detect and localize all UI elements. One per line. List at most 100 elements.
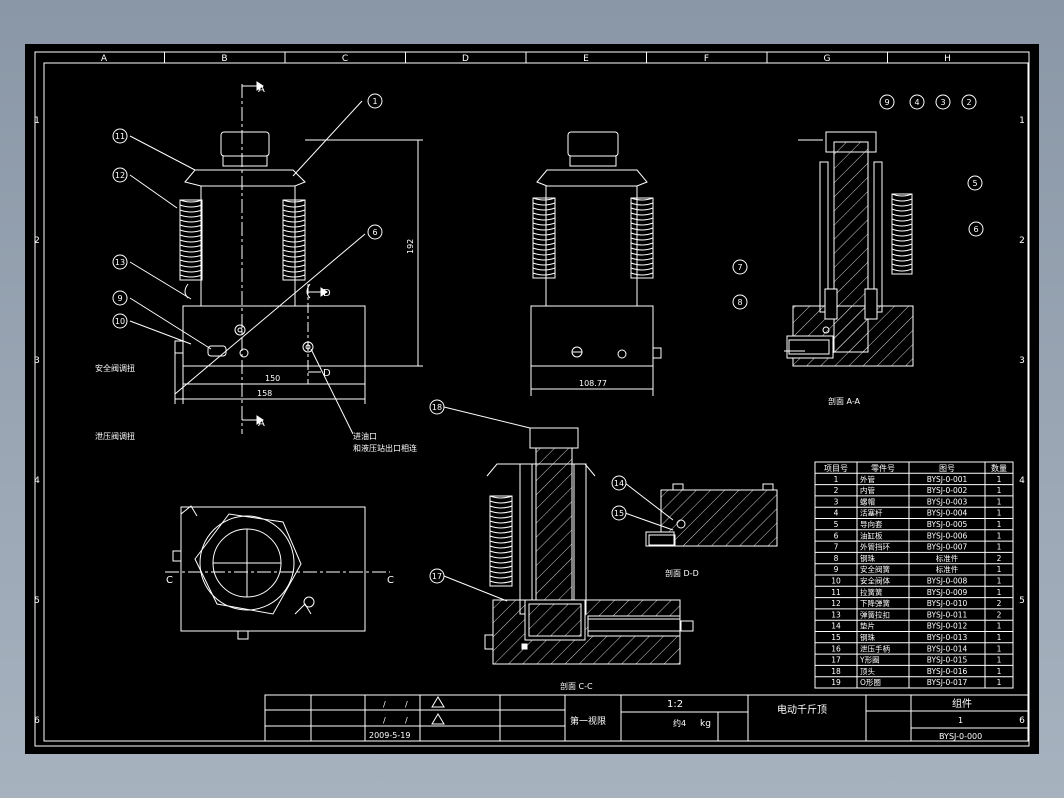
table-cell: 2 — [997, 610, 1002, 619]
tb-scale: 1:2 — [667, 699, 683, 710]
table-cell: 10 — [831, 577, 841, 586]
table-header: 数量 — [991, 463, 1007, 473]
table-cell: 11 — [831, 588, 841, 597]
balloon-number: 4 — [914, 98, 919, 107]
table-cell: 1 — [997, 486, 1002, 495]
column-label: A — [101, 54, 108, 64]
section-marker-a-top: A — [258, 84, 265, 95]
table-cell: BYSJ-0-006 — [927, 531, 968, 540]
tb-slash-1: / — [383, 700, 386, 709]
table-cell: 16 — [831, 644, 841, 653]
balloon-number: 18 — [432, 403, 442, 412]
table-cell: 标准件 — [936, 553, 959, 563]
table-cell: BYSJ-0-001 — [927, 475, 968, 484]
table-cell: 1 — [997, 475, 1002, 484]
table-cell: 2 — [834, 486, 839, 495]
dim-width-150: 150 — [265, 374, 280, 383]
table-header: 项目号 — [824, 464, 848, 473]
table-cell: 外管挡环 — [860, 542, 890, 552]
side-base-block — [530, 305, 654, 367]
table-cell: BYSJ-0-007 — [927, 543, 968, 552]
table-cell: BYSJ-0-011 — [927, 610, 968, 619]
table-cell: 1 — [834, 475, 839, 484]
table-cell: O形圈 — [860, 678, 881, 687]
front-base-block — [182, 305, 366, 367]
callout-safety-valve: 安全阀调扭 — [95, 363, 135, 373]
right-spring — [282, 199, 306, 281]
balloon-number: 12 — [115, 171, 125, 180]
table-cell: BYSJ-0-005 — [927, 520, 968, 529]
table-cell: 油缸板 — [860, 530, 883, 540]
table-cell: 6 — [834, 531, 839, 540]
column-label: F — [704, 54, 709, 64]
column-label: D — [462, 54, 469, 64]
table-cell: 18 — [831, 667, 841, 676]
balloon-number: 6 — [372, 228, 377, 237]
table-cell: 钢珠 — [860, 553, 875, 563]
table-cell: 下降弹簧 — [860, 598, 890, 608]
balloon-number: 13 — [115, 258, 125, 267]
section-marker-c-right: C — [387, 575, 394, 586]
table-cell: 螺帽 — [860, 496, 875, 506]
balloon-number: 1 — [372, 97, 377, 106]
table-cell: 1 — [997, 509, 1002, 518]
table-cell: BYSJ-0-003 — [927, 497, 968, 506]
row-label-right: 4 — [1019, 476, 1025, 486]
row-label-left: 2 — [34, 236, 40, 246]
side-view — [530, 131, 662, 396]
balloon-number: 6 — [973, 225, 978, 234]
outer-frame — [34, 51, 1030, 747]
table-cell: 1 — [997, 678, 1002, 687]
table-header: 图号 — [939, 464, 955, 473]
section-aa-view — [784, 131, 914, 367]
title-block — [264, 694, 1029, 742]
table-cell: BYSJ-0-012 — [927, 622, 968, 631]
balloon-number: 10 — [115, 317, 125, 326]
balloon-number: 9 — [884, 98, 889, 107]
row-label-left: 1 — [34, 116, 40, 126]
table-cell: 安全阀体 — [860, 576, 890, 586]
label-section-dd: 剖面 D-D — [665, 568, 699, 578]
row-label-left: 4 — [34, 476, 40, 486]
aa-spring — [891, 193, 913, 275]
tb-product: 电动千斤顶 — [777, 703, 827, 716]
side-right-spring — [630, 197, 654, 279]
column-label: B — [221, 54, 227, 64]
table-cell: 1 — [997, 577, 1002, 586]
row-label-right: 2 — [1019, 236, 1025, 246]
tb-slash-3: / — [383, 716, 386, 725]
tb-slash-4: / — [405, 716, 408, 725]
table-cell: 安全阀簧 — [860, 564, 890, 574]
table-cell: 拉簧簧 — [860, 587, 883, 597]
table-cell: 弹簧拉扣 — [860, 609, 890, 619]
table-cell: 1 — [997, 644, 1002, 653]
row-label-left: 5 — [34, 596, 40, 606]
table-cell: BYSJ-0-017 — [927, 678, 968, 687]
row-label-left: 3 — [34, 356, 40, 366]
table-cell: 1 — [997, 520, 1002, 529]
table-cell: 导向套 — [860, 519, 883, 529]
balloon-number: 9 — [117, 294, 122, 303]
table-cell: BYSJ-0-014 — [927, 644, 968, 653]
tb-drawing-no: BYSJ-0-000 — [939, 732, 982, 741]
tb-weight-unit: kg — [700, 719, 711, 729]
balloon-number: 15 — [614, 509, 624, 518]
tb-weight: 约4 — [673, 718, 686, 728]
callout-inlet-2: 和液压站出口相连 — [353, 443, 417, 453]
label-section-cc: 剖面 C-C — [560, 681, 593, 691]
row-label-right: 6 — [1019, 716, 1025, 726]
table-cell: 13 — [831, 610, 841, 619]
balloon-number: 8 — [737, 298, 742, 307]
column-label: H — [944, 54, 951, 64]
row-label-right: 5 — [1019, 596, 1025, 606]
balloon-number: 5 — [972, 179, 977, 188]
callout-relief-valve: 泄压阀调扭 — [95, 431, 135, 441]
column-label: C — [342, 54, 348, 64]
table-cell: 内管 — [860, 485, 875, 495]
dim-side-width: 108.77 — [579, 379, 607, 388]
row-label-right: 3 — [1019, 356, 1025, 366]
